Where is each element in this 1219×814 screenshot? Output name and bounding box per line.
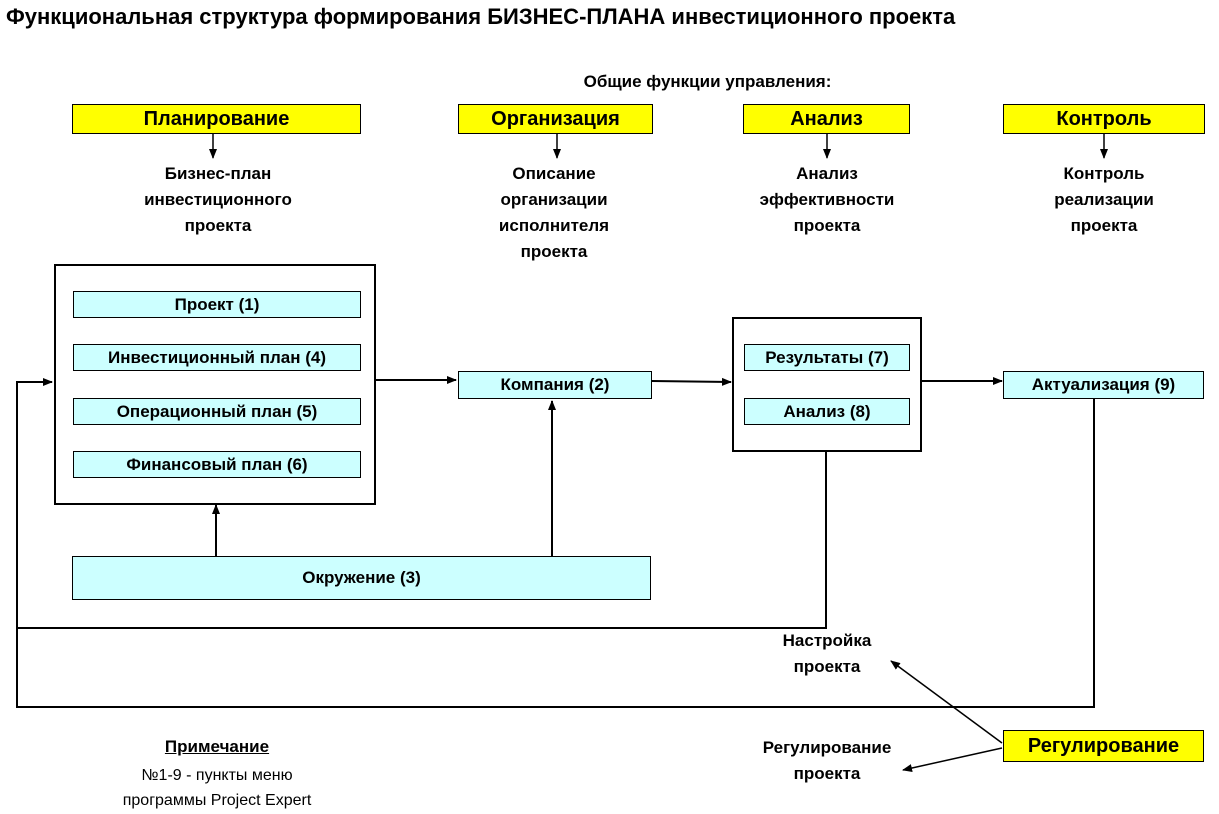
project-regulation-label: Регулирование проекта — [742, 735, 912, 787]
planning-description: Бизнес-план инвестиционного проекта — [113, 161, 323, 239]
module-investment-plan-label: Инвестиционный план (4) — [108, 347, 326, 367]
module-company-label: Компания (2) — [500, 375, 610, 394]
control-description-line: реализации — [1054, 190, 1154, 209]
arrow-company-to-results — [651, 377, 732, 386]
management-functions-heading: Общие функции управления: — [0, 72, 1219, 92]
module-actualization: Актуализация (9) — [1003, 371, 1204, 399]
results-group-frame — [732, 317, 922, 452]
analysis-description: Анализ эффективности проекта — [727, 161, 927, 239]
module-project-label: Проект (1) — [174, 294, 260, 314]
function-organization-label: Организация — [491, 107, 620, 130]
project-setup-label: Настройка проекта — [752, 628, 902, 680]
module-results: Результаты (7) — [744, 344, 910, 371]
module-financial-plan-label: Финансовый план (6) — [126, 454, 308, 474]
function-regulation-label: Регулирование — [1027, 734, 1180, 757]
note-line: программы Project Expert — [122, 792, 312, 809]
module-company: Компания (2) — [458, 371, 652, 399]
management-functions-heading-text: Общие функции управления: — [583, 72, 832, 91]
organization-description: Описание организации исполнителя проекта — [454, 161, 654, 265]
arrow-regulation-to-regulation — [902, 747, 1003, 772]
arrow-regulation-to-setup — [890, 660, 1003, 744]
function-planning: Планирование — [72, 104, 361, 134]
note-line: №1-9 - пункты меню — [141, 767, 293, 784]
function-organization: Организация — [458, 104, 653, 134]
module-actualization-label: Актуализация (9) — [1031, 375, 1176, 394]
note-title: Примечание — [164, 737, 270, 756]
control-description-line: проекта — [1070, 216, 1138, 235]
function-regulation: Регулирование — [1003, 730, 1204, 762]
planning-description-line: инвестиционного — [144, 190, 292, 209]
module-investment-plan: Инвестиционный план (4) — [73, 344, 361, 371]
module-environment-label: Окружение (3) — [302, 568, 421, 587]
analysis-description-line: эффективности — [759, 190, 895, 209]
module-operational-plan: Операционный план (5) — [73, 398, 361, 425]
planning-description-line: проекта — [184, 216, 252, 235]
module-environment: Окружение (3) — [72, 556, 651, 600]
planning-description-line: Бизнес-план — [164, 164, 272, 183]
organization-description-line: Описание — [512, 164, 596, 183]
note-text: №1-9 - пункты меню программы Project Exp… — [67, 763, 367, 813]
control-description: Контроль реализации проекта — [1004, 161, 1204, 239]
module-financial-plan: Финансовый план (6) — [73, 451, 361, 478]
organization-description-line: проекта — [520, 242, 588, 261]
function-planning-label: Планирование — [143, 107, 290, 130]
function-control-label: Контроль — [1056, 107, 1152, 130]
feedback-actualization-loop — [16, 398, 1095, 708]
project-regulation-line: проекта — [793, 764, 861, 783]
project-setup-line: проекта — [793, 657, 861, 676]
organization-description-line: организации — [500, 190, 608, 209]
module-project: Проект (1) — [73, 291, 361, 318]
function-analysis: Анализ — [743, 104, 910, 134]
project-regulation-line: Регулирование — [762, 738, 892, 757]
function-analysis-label: Анализ — [790, 107, 863, 130]
analysis-description-line: Анализ — [796, 164, 858, 183]
module-analysis: Анализ (8) — [744, 398, 910, 425]
module-results-label: Результаты (7) — [765, 347, 889, 367]
analysis-description-line: проекта — [793, 216, 861, 235]
control-description-line: Контроль — [1063, 164, 1145, 183]
project-setup-line: Настройка — [782, 631, 872, 650]
module-operational-plan-label: Операционный план (5) — [116, 401, 318, 421]
organization-description-line: исполнителя — [498, 216, 610, 235]
diagram-title: Функциональная структура формирования БИ… — [6, 4, 956, 29]
module-analysis-label: Анализ (8) — [783, 401, 871, 421]
function-control: Контроль — [1003, 104, 1205, 134]
